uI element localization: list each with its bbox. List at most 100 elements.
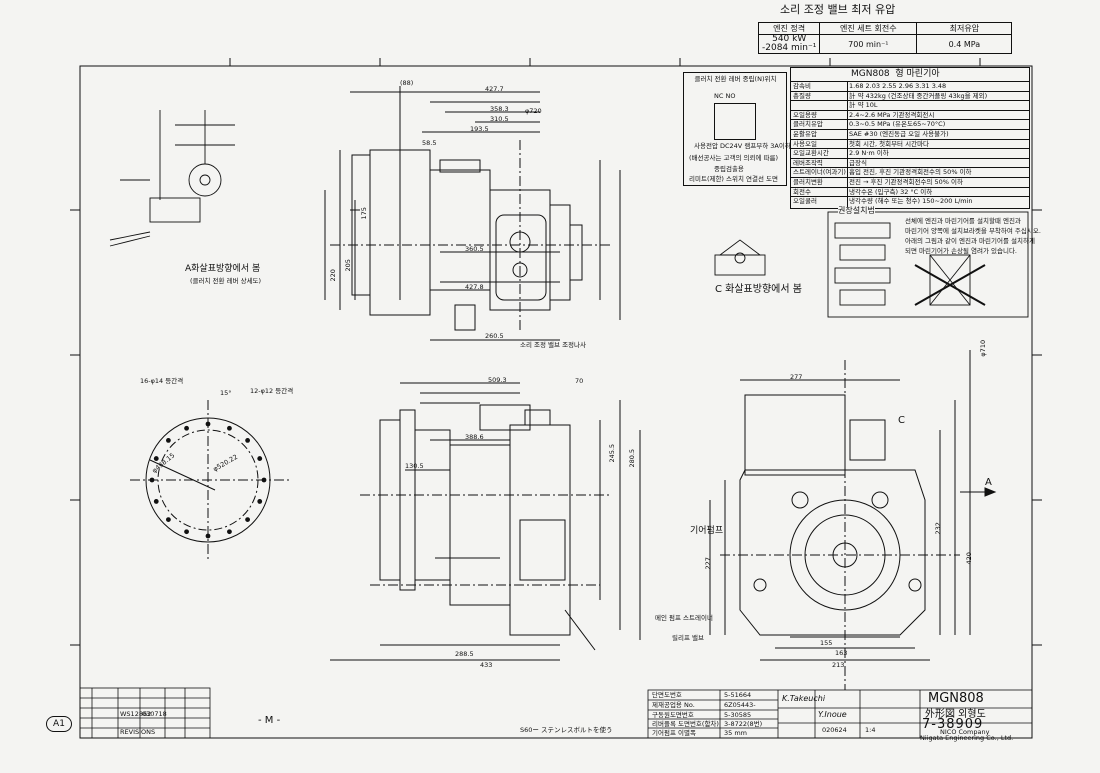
dim-70: 70 — [575, 377, 584, 385]
m-mark: - M - — [258, 715, 281, 726]
dim-175: 175 — [359, 207, 368, 220]
install-text2: 마린기어 양쪽에 설치브라켓을 부착하여 주십시오. — [905, 227, 1041, 235]
a-view-label: A화살표방향에서 봄 — [185, 264, 261, 274]
spec-row-label: 윤활유압 — [793, 130, 817, 138]
dim-163: 163 — [835, 649, 848, 657]
dim-130: 130.5 — [405, 462, 424, 470]
tb-company1: NICO Company — [940, 728, 990, 736]
clutch-switch-box: 클러치 전환 레버 중립(N)위치 NC NO 사용전압 DC24V 램프부하 … — [683, 72, 791, 186]
bolt-hole — [257, 456, 263, 461]
tb-r1-value: 5-51664 — [724, 691, 752, 699]
bolt-hole — [245, 517, 250, 522]
dim-360: 360.5 — [465, 245, 484, 253]
clutch-note2: (배선공사는 고객의 의뢰에 따름) — [689, 154, 779, 162]
dim-213: 213 — [832, 661, 845, 669]
spec-row-label: 클러치유압 — [793, 120, 823, 129]
switch-symbol — [714, 103, 756, 140]
tb-scale: 1:4 — [865, 726, 876, 734]
spec-row: 클러치유압 0.3~0.5 MPa (유온도65~70°C) — [791, 119, 1029, 130]
side-view-top — [324, 86, 621, 341]
spec-row-label: 감속비 — [793, 82, 811, 90]
bolt-hole — [184, 425, 189, 431]
spec-row: 오일용량 2.4~2.6 MPa 기관정격회전시 — [791, 109, 1029, 121]
bolt-pattern-16: 16-φ14 등간격 — [140, 377, 184, 385]
tb-r4-label: 리버플록 도면번호(함차) — [652, 720, 719, 728]
spec-row-label: 오일용량 — [793, 110, 817, 119]
checked-by-1: K.Takeuchi — [782, 694, 826, 703]
spec-row-label: 회전수 — [793, 187, 811, 196]
dim-227: 227 — [703, 557, 712, 570]
front-view — [709, 350, 997, 690]
spec-row-value: 計 약 432kg (건조상태 중간커플링 43kg을 제외) — [849, 91, 988, 100]
tb-r5-value: 35 mm — [724, 729, 748, 737]
install-text3: 아래의 그림과 같이 엔진과 마린기어를 설치하게 — [905, 237, 1035, 245]
spec-row-value: 0.3~0.5 MPa (유온도65~70°C) — [849, 120, 946, 129]
spec-row: 스트레이너(여과기)흡입 전진, 후진 기관정격회전수의 50% 이하 — [791, 167, 1029, 178]
main-pump-label: 메인 펌프 스트레이너 — [655, 614, 713, 622]
spec-row-label: 오일교환시간 — [793, 149, 829, 158]
spec-row: 計 약 10L — [791, 100, 1029, 111]
bolt-hole — [257, 499, 263, 504]
bolt-hole — [227, 425, 232, 431]
spec-divider — [847, 81, 848, 208]
a-view-sublabel: (클러치 전환 레버 상세도) — [190, 277, 262, 285]
engine-min: -2084 min⁻¹ — [762, 43, 817, 53]
bolt-hole — [184, 529, 189, 535]
rev-code: WS12862 — [120, 710, 152, 718]
spec-row-value: 2.4~2.6 MPa 기관정격회전시 — [849, 110, 935, 119]
side-view-bottom — [330, 382, 641, 661]
min-pressure: 0.4 MPa — [916, 34, 1013, 54]
clutch-note3: 중립검출용 — [714, 165, 744, 173]
bolt-hole — [166, 438, 171, 443]
tb-r5-label: 기어펌프 이별폭 — [652, 729, 696, 737]
dim-260: 260.5 — [485, 332, 504, 340]
install-box — [827, 211, 1029, 318]
spec-row-label: 총질량 — [793, 91, 811, 100]
bolt-circle-view — [130, 400, 290, 560]
dim-phi720: φ720 — [525, 107, 542, 115]
spec-row-label: 스트레이너(여과기) — [793, 168, 846, 177]
spec-row-value: 첫회 시간, 첫회부터 시간마다 — [849, 139, 930, 148]
dim-58: 58.5 — [422, 139, 437, 147]
bottom-note: S60ー ステンレスボルトを使う — [520, 726, 613, 734]
bolt-hole — [205, 421, 211, 427]
dim-433: 433 — [480, 661, 493, 669]
relief-valve-label: 릴리프 밸브 — [672, 634, 704, 642]
spec-row: 오일교환시간 2.9 N·m 이하 — [791, 148, 1029, 159]
spec-row-label: 레버조작력 — [793, 158, 823, 167]
clutch-note4: 리미트(제한) 스위치 연결선 도면 — [689, 175, 779, 183]
spec-row: 총질량 計 약 432kg (건조상태 중간커플링 43kg을 제외) — [791, 90, 1029, 102]
spec-row-value: 2.9 N·m 이하 — [849, 149, 889, 158]
dim-358: 358.3 — [490, 105, 509, 113]
tb-r2-value: 6Z05443- — [724, 701, 756, 709]
spec-row-value: 흡입 전진, 후진 기관정격회전수의 50% 이하 — [849, 168, 972, 177]
tb-r3-value: 5-30585 — [724, 711, 752, 719]
tb-r4-value: 3-8722(8번) — [724, 720, 763, 728]
dim-205: 205 — [343, 259, 352, 272]
tb-r1-label: 단면도번호 — [652, 691, 682, 699]
flange-bolts — [149, 421, 267, 539]
revision-block — [79, 687, 211, 739]
c-view-small — [714, 239, 766, 276]
install-title: 권장설치법 — [838, 206, 875, 215]
spec-row-label: 오일쿨러 — [793, 197, 817, 206]
dim-427b: 427.8 — [465, 283, 484, 291]
rev-date: 030718 — [142, 710, 167, 718]
dim-88: (88) — [400, 79, 414, 87]
dim-phi710: φ710 — [979, 339, 988, 357]
tb-drawing-number: 7-38909 — [922, 717, 984, 732]
tb-r2-label: 제재공업용 No. — [652, 701, 695, 709]
spec-model: MGN808 — [851, 69, 890, 79]
clutch-box-title: 클러치 전환 레버 중립(N)위치 — [694, 75, 777, 83]
dim-310: 310.5 — [490, 115, 509, 123]
bolt-pattern-12: 12-φ12 등간격 — [250, 387, 294, 395]
spec-row-value: 1.68 2.03 2.55 2.96 3.31 3.48 — [849, 82, 947, 90]
dim-193: 193.5 — [470, 125, 489, 133]
c-view-label: C 화살표방향에서 봄 — [715, 284, 802, 295]
